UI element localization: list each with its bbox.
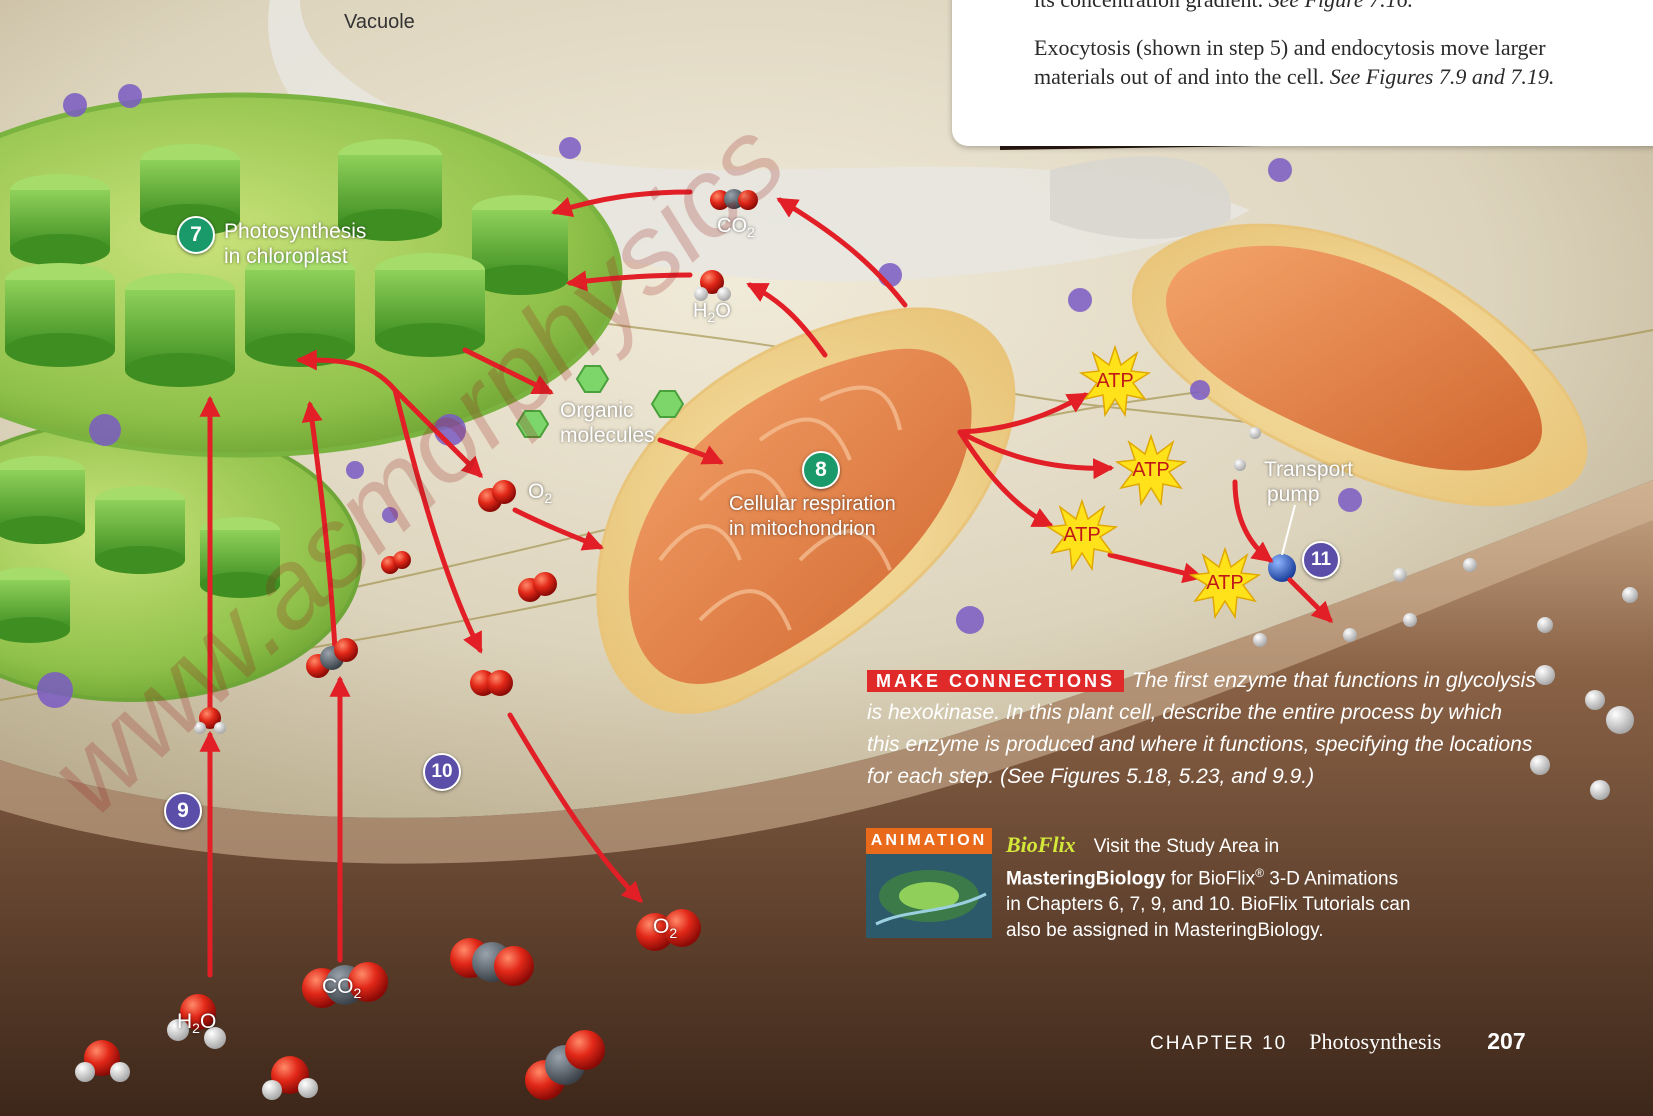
animation-thumbnail[interactable] — [866, 854, 992, 938]
mastering-biology-link[interactable]: MasteringBiology — [1006, 868, 1165, 889]
atp-burst-1: ATP — [1079, 345, 1151, 417]
step-9-marker: 9 — [164, 792, 202, 830]
cellular-respiration-label: Cellular respiration in mitochondrion — [729, 492, 896, 542]
caption-para-2: Exocytosis (shown in step 5) and endocyt… — [1034, 33, 1594, 91]
organic-molecules-label: Organic molecules — [560, 398, 655, 448]
o2-label-bottom: O2 — [653, 915, 677, 941]
bioflix-promo: BioFlixVisit the Study Area in Mastering… — [1006, 832, 1526, 944]
o2-label-mid: O2 — [528, 480, 552, 506]
step-8-marker: 8 — [802, 451, 840, 489]
atp-burst-4: ATP — [1189, 547, 1261, 619]
photosynthesis-label: Photosynthesis in chloroplast — [224, 219, 366, 269]
transport-pump-label: Transport pump — [1264, 457, 1353, 507]
h2o-label-top: H2O — [693, 300, 731, 325]
make-connections: MAKE CONNECTIONSThe first enzyme that fu… — [867, 665, 1537, 793]
chapter-title: Photosynthesis — [1309, 1029, 1441, 1054]
co2-label-bottom: CO2 — [322, 975, 361, 1001]
page-number: 207 — [1487, 1028, 1525, 1054]
caption-para-1: its concentration gradient. See Figure 7… — [1034, 0, 1594, 14]
h2o-label-bottom: H2O — [177, 1010, 216, 1036]
bioflix-logo[interactable]: BioFlix — [1006, 832, 1076, 857]
atp-burst-3: ATP — [1046, 499, 1118, 571]
page-footer: CHAPTER 10 Photosynthesis 207 — [1150, 1028, 1526, 1055]
co2-label-top: CO2 — [717, 215, 755, 240]
step-10-marker: 10 — [423, 753, 461, 791]
animation-tag: ANIMATION — [866, 828, 992, 854]
caption-box: its concentration gradient. See Figure 7… — [952, 0, 1653, 146]
step-7-marker: 7 — [177, 216, 215, 254]
vacuole-label: Vacuole — [344, 10, 415, 35]
make-connections-tag: MAKE CONNECTIONS — [867, 670, 1124, 692]
chapter-label: CHAPTER 10 — [1150, 1033, 1287, 1054]
atp-burst-2: ATP — [1115, 434, 1187, 506]
step-11-marker: 11 — [1302, 541, 1340, 579]
